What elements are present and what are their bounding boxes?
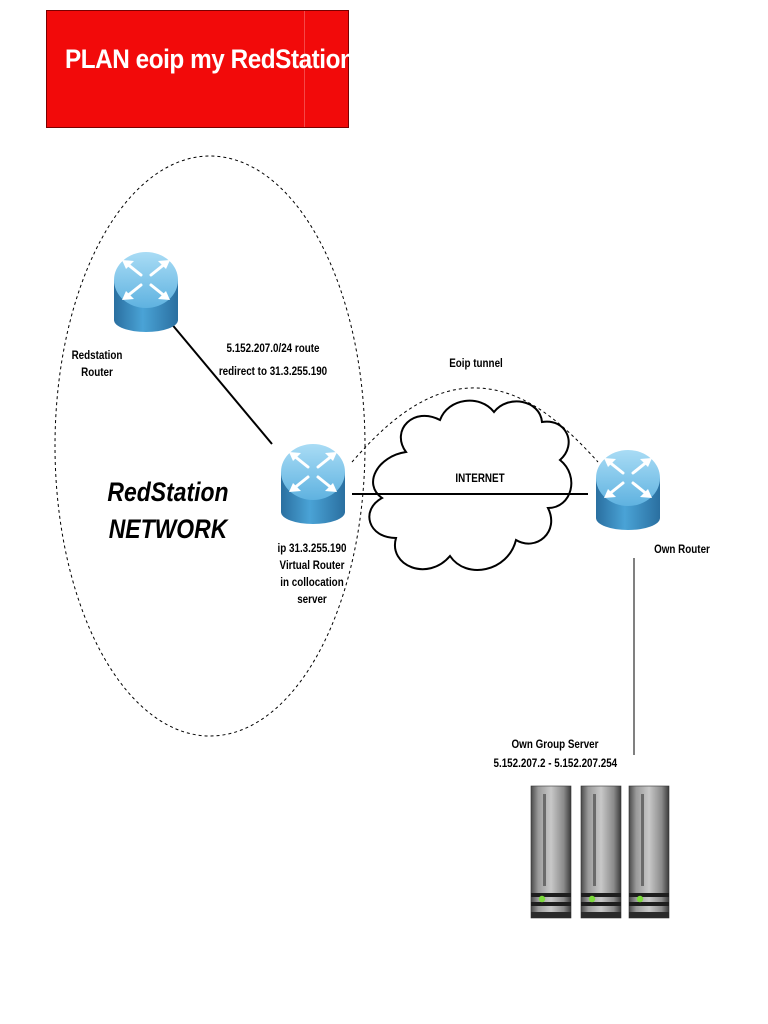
virtual-router-line1: ip 31.3.255.190 [277,541,347,555]
virtual-router-line4: server [297,592,327,606]
server-icon [530,785,572,919]
virtual-router-line2: Virtual Router [279,558,345,572]
redstation-link [169,321,273,445]
redstation-router-label-line1: Redstation [71,348,123,362]
server-icon [580,785,622,919]
network-label: RedStation NETWORK [100,474,236,548]
server-group-label: Own Group Server 5.152.207.2 - 5.152.207… [493,736,618,772]
server-group-line1: Own Group Server [511,737,599,751]
network-label-line2: NETWORK [108,514,228,544]
server-icon [628,785,670,919]
cloud-icon [368,399,573,571]
network-label-line1: RedStation [107,477,229,507]
virtual-router-line3: in collocation [280,575,344,589]
banner-seam [304,11,305,127]
route-note-line2: redirect to 31.3.255.190 [218,364,328,378]
title-banner: PLAN eoip my RedStation [46,10,355,128]
router-icon [279,442,347,526]
page-title: PLAN eoip my RedStation [65,44,355,74]
server-group-line2: 5.152.207.2 - 5.152.207.254 [493,756,618,770]
redstation-router-label: Redstation Router [68,347,125,381]
own-router-label: Own Router [654,542,710,556]
router-icon [112,250,180,334]
internet-label: INTERNET [455,471,505,485]
tunnel-label: Eoip tunnel [449,356,503,370]
route-note-line1: 5.152.207.0/24 route [226,341,320,355]
eoip-tunnel-path [351,387,599,463]
virtual-router-label: ip 31.3.255.190 Virtual Router in colloc… [271,540,353,608]
redstation-router-label-line2: Router [81,365,113,379]
redstation-network-boundary [54,155,366,737]
route-note-label: 5.152.207.0/24 route redirect to 31.3.25… [212,340,335,380]
router-icon [594,448,662,532]
